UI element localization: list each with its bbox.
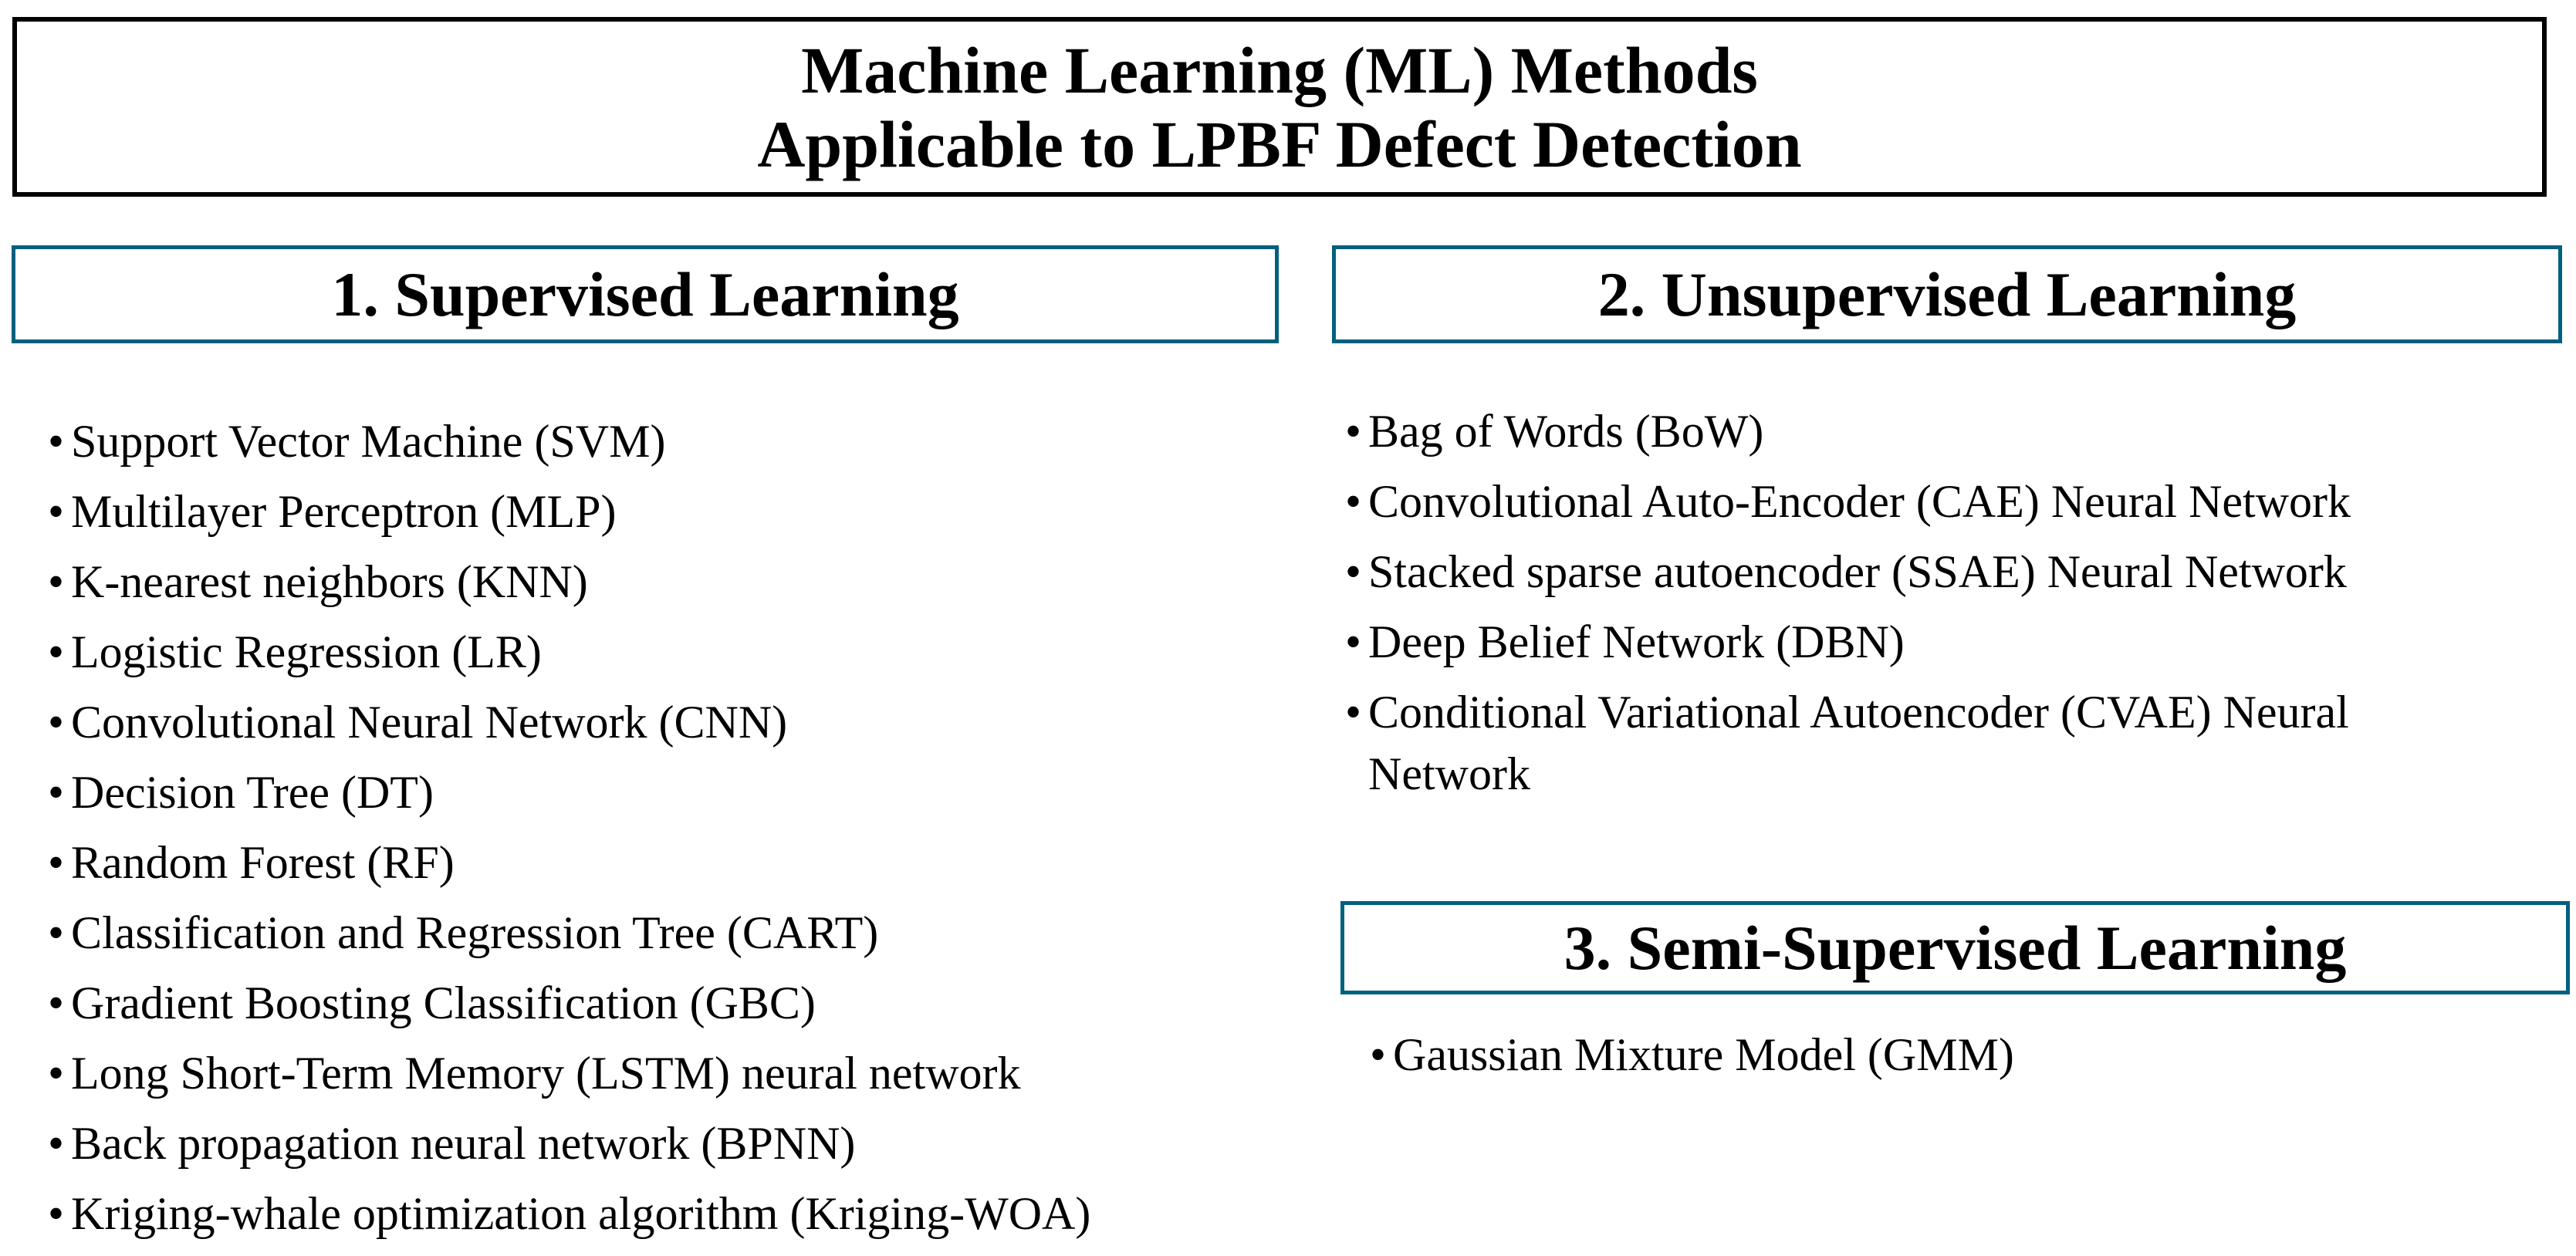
list-item: •Stacked sparse autoencoder (SSAE) Neura… [1345, 541, 2503, 603]
list-item: •Conditional Variational Autoencoder (CV… [1345, 681, 2503, 805]
list-item: •Convolutional Neural Network (CNN) [48, 691, 1344, 753]
bullet-icon: • [48, 1048, 65, 1099]
bullet-icon: • [48, 626, 65, 677]
method-label: Random Forest (RF) [71, 837, 455, 888]
bullet-icon: • [1345, 546, 1362, 597]
method-label: Kriging-whale optimization algorithm (Kr… [71, 1188, 1091, 1239]
figure-title-line-1: Machine Learning (ML) Methods [801, 32, 1758, 107]
list-item: •K-nearest neighbors (KNN) [48, 551, 1344, 613]
supervised-learning-list: •Support Vector Machine (SVM) •Multilaye… [48, 410, 1344, 1253]
bullet-icon: • [1345, 687, 1362, 738]
unsupervised-learning-heading-label: 2. Unsupervised Learning [1597, 258, 2297, 329]
list-item: •Kriging-whale optimization algorithm (K… [48, 1183, 1344, 1244]
bullet-icon: • [48, 977, 65, 1028]
method-label: Bag of Words (BoW) [1368, 406, 1764, 457]
list-item: •Logistic Regression (LR) [48, 621, 1344, 683]
bullet-icon: • [1370, 1029, 1387, 1080]
list-item: •Random Forest (RF) [48, 832, 1344, 893]
bullet-icon: • [48, 1118, 65, 1169]
list-item: •Decision Tree (DT) [48, 761, 1344, 823]
method-label: Deep Belief Network (DBN) [1368, 616, 1905, 667]
list-item: •Gradient Boosting Classification (GBC) [48, 972, 1344, 1034]
bullet-icon: • [48, 697, 65, 748]
bullet-icon: • [1345, 406, 1362, 457]
list-item: •Back propagation neural network (BPNN) [48, 1113, 1344, 1174]
method-label: Gradient Boosting Classification (GBC) [71, 977, 816, 1028]
unsupervised-learning-list: •Bag of Words (BoW) •Convolutional Auto-… [1345, 400, 2503, 813]
bullet-icon: • [48, 767, 65, 818]
method-label: Classification and Regression Tree (CART… [71, 907, 879, 958]
bullet-icon: • [48, 556, 65, 607]
bullet-icon: • [48, 1188, 65, 1239]
list-item: •Convolutional Auto-Encoder (CAE) Neural… [1345, 471, 2503, 532]
list-item: •Classification and Regression Tree (CAR… [48, 902, 1344, 964]
semi-supervised-learning-list: •Gaussian Mixture Model (GMM) [1370, 1024, 2527, 1094]
list-item: •Deep Belief Network (DBN) [1345, 611, 2503, 673]
supervised-learning-header: 1. Supervised Learning [12, 245, 1279, 343]
method-label: Conditional Variational Autoencoder (CVA… [1368, 687, 2349, 799]
semi-supervised-learning-header: 3. Semi-Supervised Learning [1340, 901, 2570, 994]
method-label: K-nearest neighbors (KNN) [71, 556, 588, 607]
list-item: •Multilayer Perceptron (MLP) [48, 481, 1344, 542]
method-label: Convolutional Neural Network (CNN) [71, 697, 788, 748]
bullet-icon: • [48, 416, 65, 467]
method-label: Support Vector Machine (SVM) [71, 416, 666, 467]
semi-supervised-learning-heading-label: 3. Semi-Supervised Learning [1564, 912, 2347, 983]
list-item: •Support Vector Machine (SVM) [48, 410, 1344, 472]
method-label: Convolutional Auto-Encoder (CAE) Neural … [1368, 476, 2351, 527]
bullet-icon: • [1345, 616, 1362, 667]
figure-title-box: Machine Learning (ML) Methods Applicable… [12, 17, 2547, 197]
method-label: Multilayer Perceptron (MLP) [71, 486, 617, 537]
method-label: Decision Tree (DT) [71, 767, 434, 818]
method-label: Logistic Regression (LR) [71, 626, 542, 677]
list-item: •Long Short-Term Memory (LSTM) neural ne… [48, 1042, 1344, 1104]
bullet-icon: • [48, 837, 65, 888]
method-label: Stacked sparse autoencoder (SSAE) Neural… [1368, 546, 2347, 597]
method-label: Gaussian Mixture Model (GMM) [1393, 1029, 2014, 1080]
bullet-icon: • [1345, 476, 1362, 527]
method-label: Long Short-Term Memory (LSTM) neural net… [71, 1048, 1021, 1099]
supervised-learning-heading-label: 1. Supervised Learning [331, 258, 959, 329]
unsupervised-learning-header: 2. Unsupervised Learning [1332, 245, 2562, 343]
list-item: •Gaussian Mixture Model (GMM) [1370, 1024, 2527, 1085]
figure-title-line-2: Applicable to LPBF Defect Detection [757, 106, 1802, 181]
method-label: Back propagation neural network (BPNN) [71, 1118, 856, 1169]
bullet-icon: • [48, 907, 65, 958]
list-item: •Bag of Words (BoW) [1345, 400, 2503, 462]
bullet-icon: • [48, 486, 65, 537]
